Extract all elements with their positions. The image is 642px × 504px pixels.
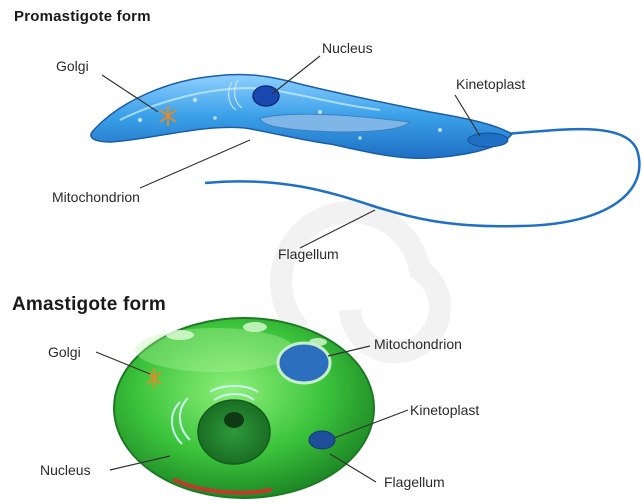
label-flagellum-pro: Flagellum [278, 246, 339, 262]
promastigote-title: Promastigote form [14, 8, 151, 25]
amastigote-kinetoplast [309, 431, 335, 449]
label-nucleus-ama: Nucleus [40, 462, 91, 478]
label-flagellum-ama: Flagellum [384, 474, 445, 490]
amastigote-highlight [135, 328, 295, 372]
amastigote-nucleolus [224, 412, 244, 428]
promastigote-kinetoplast [468, 133, 508, 147]
amastigote-mitochondrion [278, 343, 330, 383]
promastigote-cell [91, 74, 640, 226]
label-golgi-ama: Golgi [48, 344, 81, 360]
label-mitochondrion-pro: Mitochondrion [52, 189, 140, 205]
amastigote-nucleus [198, 400, 270, 464]
label-kinetoplast-pro: Kinetoplast [456, 76, 525, 92]
promastigote-nucleus [253, 86, 279, 106]
label-nucleus-pro: Nucleus [322, 40, 373, 56]
label-golgi-pro: Golgi [56, 58, 89, 74]
label-kinetoplast-ama: Kinetoplast [410, 402, 479, 418]
amastigote-title: Amastigote form [12, 294, 166, 316]
amastigote-cell [114, 318, 374, 498]
label-mitochondrion-ama: Mitochondrion [374, 336, 462, 352]
